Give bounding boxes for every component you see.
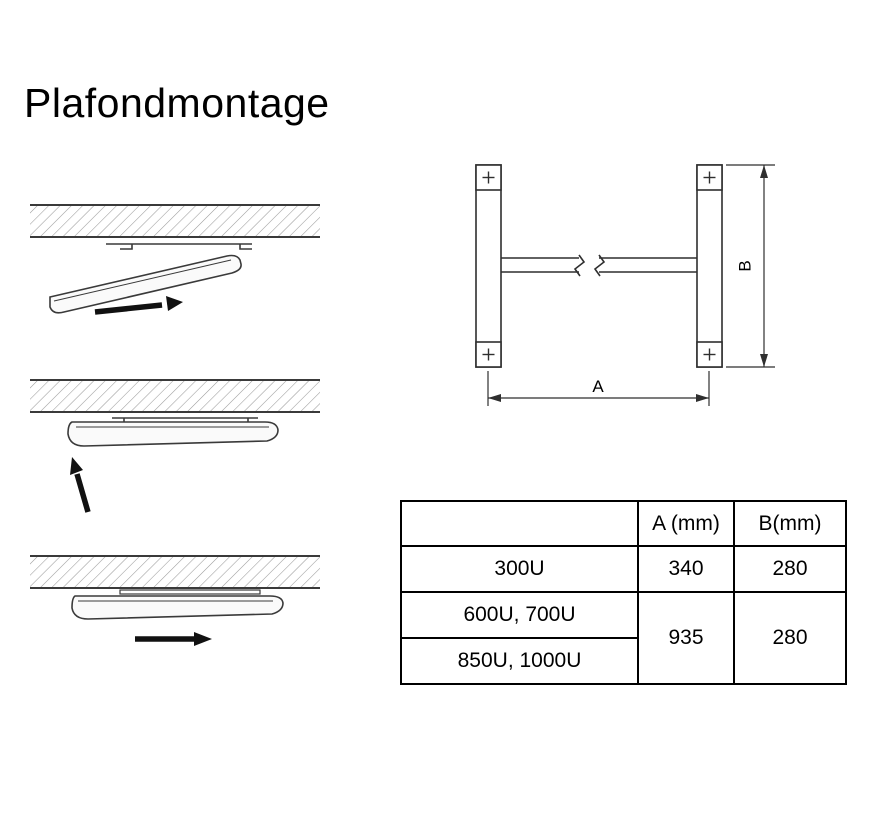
dim-b-label: B <box>735 260 754 271</box>
table-header-a: A (mm) <box>637 500 735 547</box>
arrow-right-icon <box>94 296 183 315</box>
table-row: 850U, 1000U <box>400 637 846 685</box>
ceiling-hatch <box>30 205 320 237</box>
break-mark-icon <box>573 254 586 277</box>
dim-a-label: A <box>592 377 604 396</box>
arrow-up-icon <box>70 457 91 513</box>
dimensions-table: A (mm) B(mm) 300U 340 280 600U, 700U 935… <box>400 500 847 685</box>
model-cell: 300U <box>400 545 639 593</box>
right-rail <box>696 164 723 368</box>
screw-plus-icon <box>482 171 716 361</box>
ceiling-hatch <box>30 556 320 588</box>
panel-tilted <box>49 254 242 314</box>
ceiling-section <box>30 379 320 413</box>
ceiling-hatch <box>30 380 320 412</box>
arrow-right-icon <box>135 632 212 646</box>
mounting-step-1-diagram <box>30 204 320 315</box>
mounting-bracket <box>119 589 261 595</box>
break-mark-icon <box>593 254 606 277</box>
mounting-step-2-diagram <box>30 379 320 513</box>
screw-mounts <box>475 164 723 368</box>
page-title: Plafondmontage <box>24 80 330 126</box>
left-rail <box>475 164 502 368</box>
crossbar <box>501 254 697 277</box>
table-header-b: B(mm) <box>733 500 847 547</box>
table-header-row: A (mm) B(mm) <box>400 500 847 547</box>
a-value-cell: 935 <box>637 591 735 685</box>
table-header-model <box>400 500 639 547</box>
panel-mounted <box>71 595 284 620</box>
mounting-step-3-diagram <box>30 555 320 646</box>
a-value-cell: 340 <box>637 545 735 593</box>
frame-technical-drawing: B A <box>475 164 775 406</box>
table-row: 300U 340 280 <box>400 545 847 593</box>
dimension-a: A <box>487 371 710 406</box>
mounting-bracket <box>106 243 252 250</box>
ceiling-section <box>30 204 320 238</box>
b-value-cell: 280 <box>733 591 847 685</box>
model-cell: 850U, 1000U <box>400 637 639 685</box>
dimension-b: B <box>726 164 775 368</box>
b-value-cell: 280 <box>733 545 847 593</box>
table-row: 600U, 700U 935 280 <box>400 591 847 685</box>
panel-horizontal <box>67 421 279 447</box>
model-cell: 600U, 700U <box>400 591 639 639</box>
ceiling-section <box>30 555 320 589</box>
